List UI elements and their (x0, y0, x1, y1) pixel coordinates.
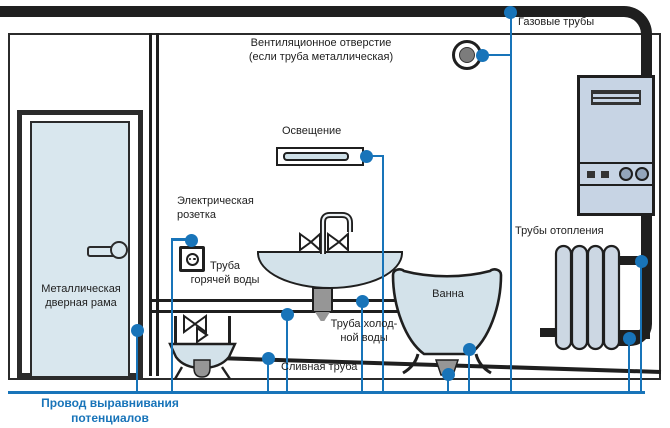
boiler (577, 75, 655, 216)
door-label-line2: дверная рама (45, 296, 117, 309)
outlet-label-line2: розетка (177, 208, 216, 221)
gas-pipe-corner (622, 6, 652, 44)
bathtub-label: Ванна (432, 288, 464, 300)
cold-water-label: Труба холод- ной воды (316, 318, 412, 345)
bond-dot-radiator-bottom (622, 331, 636, 345)
cold-water-label-line1: Труба холод- (330, 318, 398, 330)
sink-faucet-icon (299, 212, 353, 254)
bond-wire-outlet (170, 238, 173, 393)
bond-wire-outlet-h (170, 238, 192, 241)
boiler-button (601, 171, 609, 178)
bond-dot-cold-pipe (280, 307, 294, 321)
bond-dot-gas-pipe (503, 6, 517, 19)
room-border (8, 33, 661, 380)
bond-dot-radiator-top (634, 254, 648, 268)
heating-label: Трубы отопления (515, 225, 604, 237)
wall-partition-line (149, 33, 152, 376)
hot-water-label-line2: горячей воды (190, 273, 260, 286)
bond-wire-gas (509, 12, 512, 393)
sink-trap-tip (315, 312, 330, 321)
ventilation-label: Вентиляционное отверстие (если труба мет… (228, 37, 414, 64)
bond-wire-tub (467, 348, 470, 393)
boiler-button (587, 171, 595, 178)
bond-dot-ventilation (475, 48, 489, 62)
boiler-control-strip (580, 162, 652, 186)
bond-wire-cold-pipe (285, 313, 288, 393)
outlet-label-line1: Электрическая (177, 195, 254, 207)
bond-wire-radiator-top (639, 260, 642, 393)
bond-dot-tub-drain (441, 367, 455, 381)
bond-wire-drain (266, 358, 269, 393)
boiler-vent-grille (591, 90, 641, 105)
bond-wire-tub-drain (446, 371, 449, 393)
boiler-knob (635, 167, 649, 181)
ventilation-label-line1: Вентиляционное отверстие (250, 37, 392, 49)
gas-pipes-label: Газовые трубы (518, 16, 595, 28)
ventilation-hole-inner (459, 47, 475, 63)
bond-dot-outlet (184, 233, 198, 247)
lighting-label: Освещение (282, 125, 342, 137)
bond-wire-light (381, 154, 384, 393)
bonding-main-wire (8, 391, 645, 394)
bond-wire-vent-h (482, 53, 511, 56)
bond-dot-hot-pipe (355, 295, 369, 308)
bond-wire-hot-pipe (360, 301, 363, 393)
door-label-line1: Металлическая (41, 283, 121, 295)
hot-water-label: Труба горячей воды (180, 260, 270, 287)
door-handle-knob (110, 241, 128, 259)
bond-dot-tub (462, 342, 476, 356)
bonding-label-line1: Провод выравнивания (41, 396, 179, 410)
radiator-icon (540, 244, 650, 351)
bond-wire-light-h (366, 154, 383, 157)
outlet-socket-circle (185, 252, 199, 266)
bond-wire-radiator-bottom (627, 337, 630, 393)
gas-pipe-top (0, 6, 624, 17)
door-label: Металлическая дверная рама (24, 283, 138, 310)
ventilation-label-line2: (если труба металлическая) (248, 50, 394, 63)
bond-dot-drain (261, 352, 275, 365)
outlet-label: Электрическая розетка (177, 195, 254, 222)
wall-partition-line (156, 33, 159, 376)
bonding-label: Провод выравнивания потенциалов (30, 396, 190, 426)
hot-water-label-line1: Труба (210, 260, 240, 272)
bonding-label-line2: потенциалов (71, 411, 149, 425)
cold-water-label-line2: ной воды (340, 331, 388, 344)
drain-label: Сливная труба (281, 361, 358, 373)
bond-wire-door (135, 330, 138, 393)
outlet-icon (179, 246, 205, 272)
boiler-knob (619, 167, 633, 181)
sink-trap (312, 287, 333, 313)
bond-dot-light (359, 149, 373, 163)
light-tube (283, 152, 349, 161)
bond-dot-door (130, 324, 144, 337)
bidet-icon (168, 314, 237, 380)
